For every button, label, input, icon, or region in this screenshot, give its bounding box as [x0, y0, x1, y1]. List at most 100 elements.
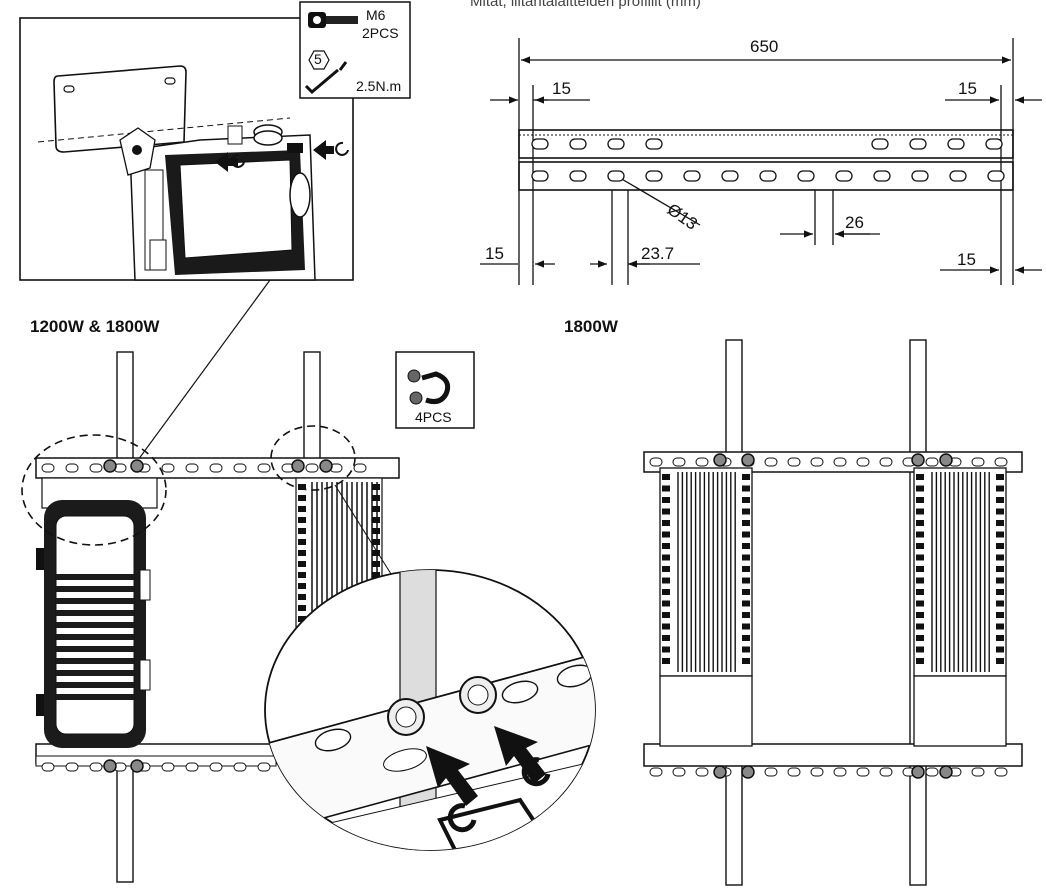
slot-hole: [873, 170, 891, 182]
slot-hole: [987, 170, 1005, 182]
u-bolt-nut: [741, 453, 755, 467]
bolt-icon: [308, 12, 358, 28]
device-fin: [56, 682, 134, 688]
heatsink-tab: [298, 528, 306, 534]
dim-hole-spacing: 23.7: [641, 244, 674, 263]
heatsink-tab: [298, 484, 306, 490]
u-bolt-nut: [130, 759, 144, 773]
u-bolt-nut: [713, 765, 727, 779]
slot-hole: [909, 138, 927, 150]
heatsink-tab: [298, 605, 306, 611]
heatsink-tab: [298, 583, 306, 589]
heatsink-tab: [662, 474, 670, 480]
device-fin: [56, 610, 134, 616]
heatsink-tab: [996, 520, 1004, 526]
heatsink-tab: [372, 495, 380, 501]
detail-inset: [19, 17, 354, 281]
heatsink-tab: [372, 561, 380, 567]
header-text: Mitat, liitäntälaitteiden profiilit (mm): [470, 0, 701, 10]
heatsink-tab: [916, 497, 924, 503]
rotate-clockwise-icon: [447, 803, 477, 833]
slot-hole: [531, 170, 549, 182]
heatsink-tab: [372, 550, 380, 556]
device-fin: [56, 670, 134, 676]
rail-hole: [89, 463, 103, 473]
heatsink-tab: [662, 566, 670, 572]
rail-hole: [65, 463, 79, 473]
heatsink-tab: [298, 495, 306, 501]
heatsink-tab: [372, 506, 380, 512]
heatsink-tab: [996, 658, 1004, 664]
rail-hole: [994, 457, 1008, 467]
dim-total-length: 650: [750, 37, 778, 56]
push-arrow-icon: [313, 140, 334, 160]
dim-top-left-offset: 15: [552, 79, 571, 98]
heatsink-tab: [742, 577, 750, 584]
hex-key-icon: [304, 50, 348, 95]
rail-hole: [971, 767, 985, 777]
push-arrow-icon: [494, 726, 546, 784]
rail-hole: [810, 767, 824, 777]
dim-hole-pitch: 26: [845, 213, 864, 232]
slot-hole: [835, 170, 853, 182]
rail-hole: [879, 457, 893, 467]
heatsink-tab: [742, 600, 750, 607]
right-assembly-details: [649, 453, 1008, 779]
slot-hole: [871, 138, 889, 150]
push-arrow-icon: [215, 152, 238, 172]
ubolt-qty: 4PCS: [415, 409, 452, 425]
slot-hole: [569, 170, 587, 182]
heatsink-tab: [996, 474, 1004, 480]
heatsink-tab: [916, 531, 924, 538]
rail-hole: [41, 762, 55, 772]
heatsink-tab: [916, 589, 924, 595]
heatsink-tab: [742, 554, 750, 561]
rail-hole: [209, 463, 223, 473]
magnified-detail: [264, 569, 596, 851]
rail-hole: [209, 762, 223, 772]
rail-hole: [185, 463, 199, 473]
heatsink-tab: [298, 539, 306, 545]
heatsink-tab: [916, 520, 924, 526]
heatsink-tab: [996, 485, 1004, 492]
heatsink-tab: [662, 520, 670, 526]
heatsink-tab: [996, 589, 1004, 595]
heatsink-tab: [916, 612, 924, 618]
rail-hole: [764, 767, 778, 777]
heatsink-tab: [298, 550, 306, 556]
heatsink-tab: [742, 531, 750, 538]
heatsink-tab: [742, 485, 750, 492]
rail-hole: [925, 767, 939, 777]
slot-hole: [721, 170, 739, 182]
rail-hole: [89, 762, 103, 772]
u-bolt-nut: [713, 453, 727, 467]
device-fin: [56, 634, 134, 640]
rail-hole: [161, 762, 175, 772]
heatsink-tab: [996, 577, 1004, 584]
heatsink-tab: [742, 474, 750, 480]
rail-hole: [994, 767, 1008, 777]
rail-dimension-drawing: [480, 38, 1042, 285]
heatsink-tab: [742, 566, 750, 572]
heatsink-tab: [916, 485, 924, 492]
rail-hole: [257, 463, 271, 473]
rail-hole: [810, 457, 824, 467]
heatsink-tab: [916, 635, 924, 641]
rail-hole: [971, 457, 985, 467]
heatsink-tab: [372, 572, 380, 578]
heatsink-tab: [372, 517, 380, 523]
u-bolt-nut: [939, 765, 953, 779]
heatsink-tab: [742, 612, 750, 618]
heatsink-tab: [662, 600, 670, 607]
left-rail-holes: [41, 459, 367, 773]
rail-slot-holes: [531, 138, 1005, 182]
slot-hole: [797, 170, 815, 182]
heatsink-tab: [662, 577, 670, 584]
rail-hole: [833, 767, 847, 777]
heatsink-tab: [662, 497, 670, 503]
rail-hole: [787, 767, 801, 777]
device-fin: [56, 658, 134, 664]
rail-hole: [353, 463, 367, 473]
left-device-fins: [56, 574, 134, 700]
heatsink-tab: [916, 600, 924, 607]
